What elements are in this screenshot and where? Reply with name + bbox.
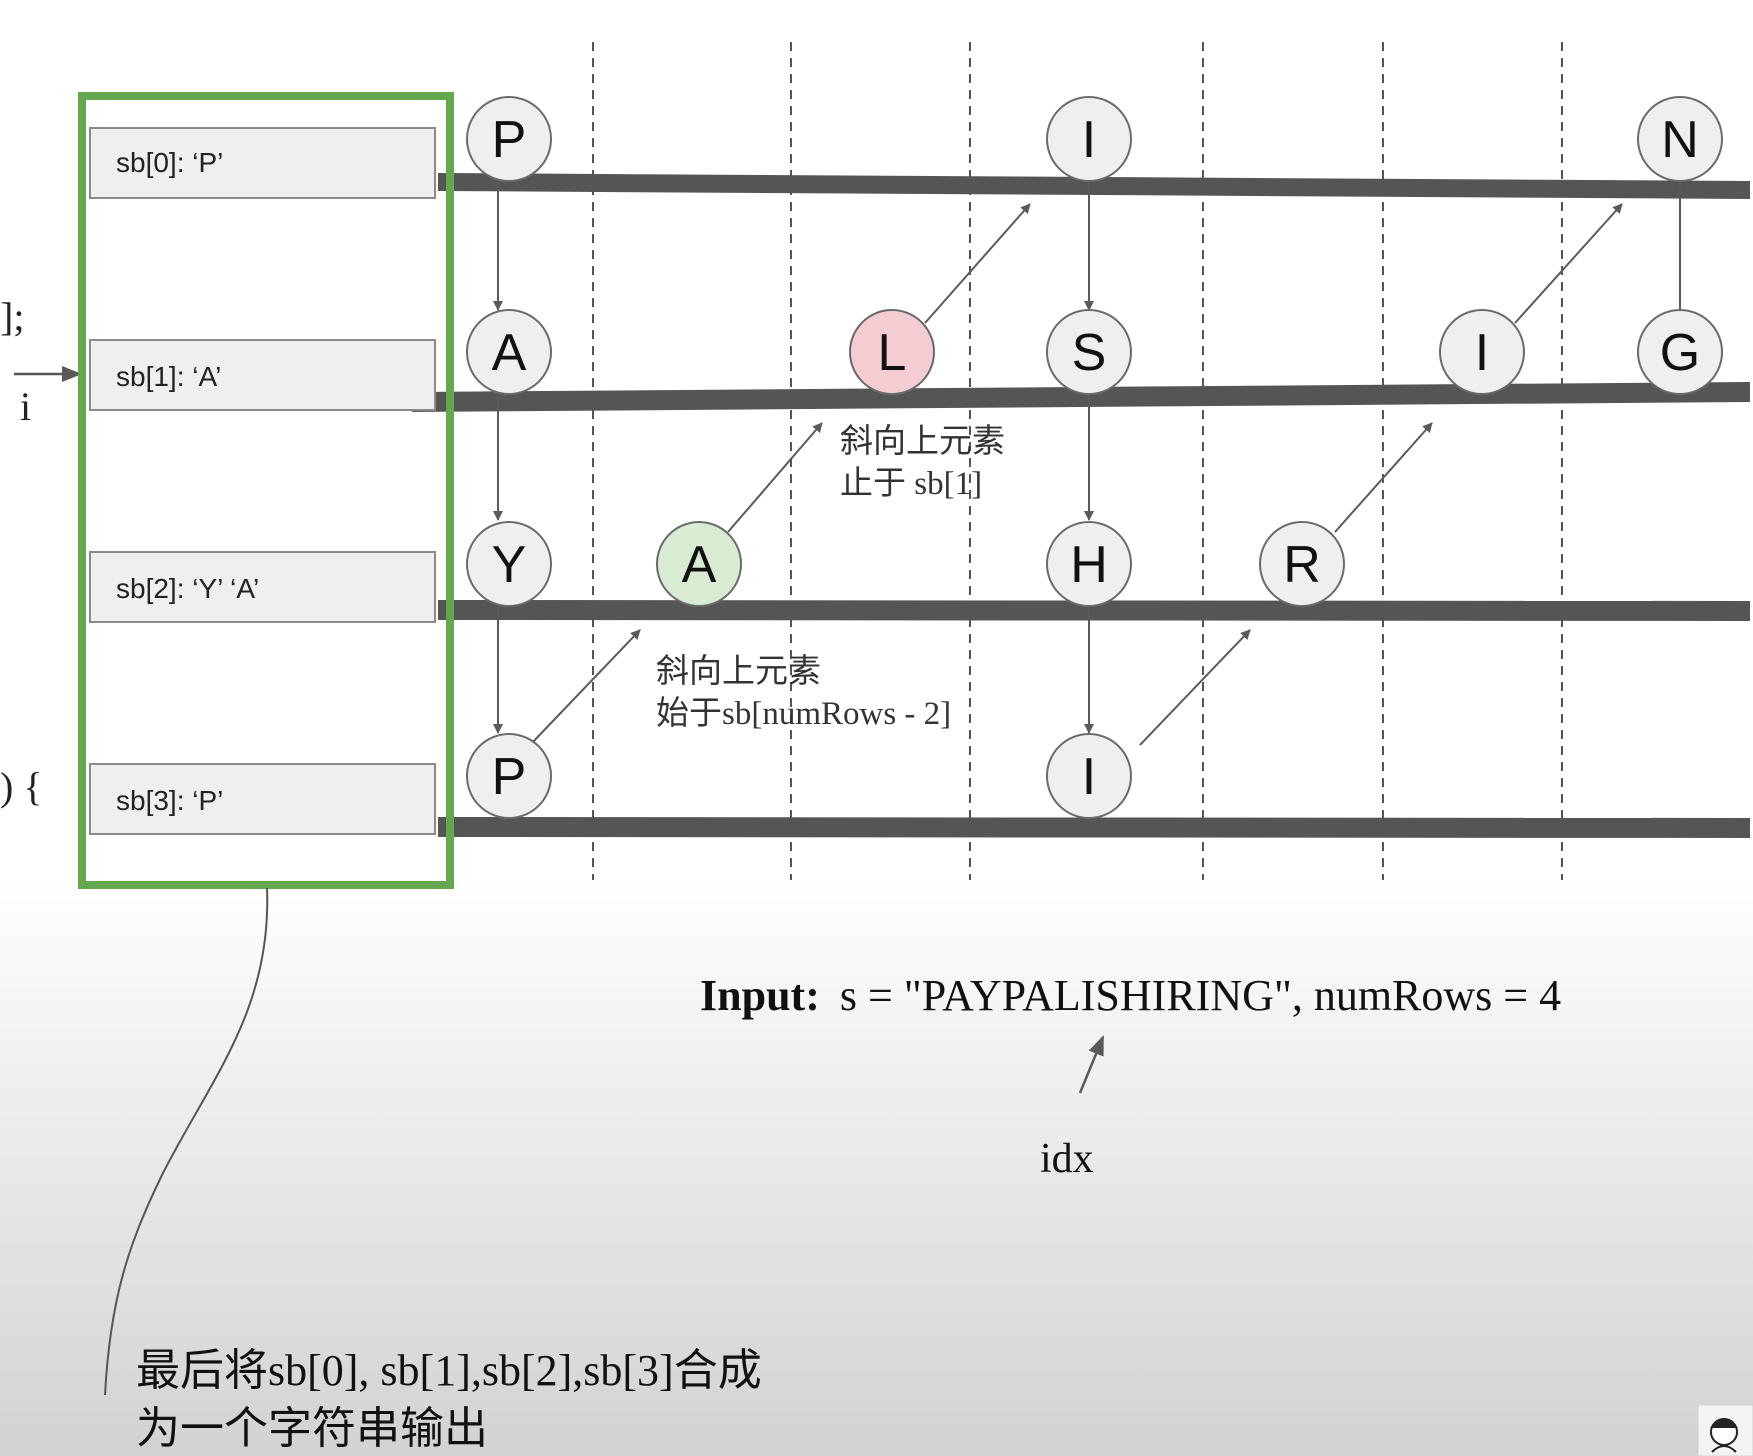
letter-node-label: G: [1660, 324, 1700, 382]
letter-node: H: [1046, 521, 1132, 607]
code-fragment-bottom: ) {: [0, 764, 43, 809]
letter-node: R: [1259, 521, 1345, 607]
sb-buffer-box-2: [89, 551, 436, 623]
sb-buffer-label-2: sb[2]: ‘Y’ ‘A’: [116, 573, 259, 604]
letter-node: N: [1637, 96, 1723, 182]
sb-buffer-box-0: [89, 127, 436, 199]
diagonal-start-annotation: 斜向上元素 始于sb[numRows - 2]: [656, 653, 951, 732]
letter-node-label: P: [492, 748, 527, 806]
letter-node-label: H: [1070, 536, 1108, 594]
zigzag-nodes: P A Y P A L I S H I R I N G: [466, 96, 1723, 819]
sb-buffer-label-1: sb[1]: ‘A’: [116, 361, 221, 392]
letter-node-circle: [466, 96, 552, 182]
letter-node-label: A: [682, 536, 717, 594]
input-prefix: Input:: [700, 971, 820, 1020]
letter-node: L: [849, 309, 935, 395]
letter-node-circle: [466, 309, 552, 395]
letter-node: I: [1439, 309, 1525, 395]
merge-leader-line: [104, 887, 269, 1396]
idx-label: idx: [1040, 1136, 1094, 1182]
letter-node-label: N: [1661, 111, 1699, 169]
arrow-diagonal-up: [529, 629, 641, 746]
letter-node-circle: [656, 521, 742, 607]
letter-node-circle: [1046, 521, 1132, 607]
letter-node-circle: [1046, 309, 1132, 395]
letter-node-label: I: [1082, 748, 1096, 806]
letter-node-circle: [466, 733, 552, 819]
sb-buffer-label-3: sb[3]: ‘P’: [116, 785, 223, 816]
merge-note-line1: 最后将sb[0], sb[1],sb[2],sb[3]合成: [136, 1346, 762, 1395]
letter-node: A: [656, 521, 742, 607]
row-rail-3: [438, 817, 1750, 838]
diagonal-end-annotation: 斜向上元素 止于 sb[1]: [840, 423, 1005, 502]
letter-node: A: [466, 309, 552, 395]
merge-note: 最后将sb[0], sb[1],sb[2],sb[3]合成 为一个字符串输出: [136, 1346, 762, 1453]
diag-end-line1: 斜向上元素: [840, 423, 1005, 460]
vertical-arrows: [493, 182, 1685, 734]
column-guides: [592, 42, 1563, 880]
letter-node-circle: [466, 521, 552, 607]
row-rail-1: [412, 382, 1750, 412]
letter-node: I: [1046, 96, 1132, 182]
diag-start-line1: 斜向上元素: [656, 653, 821, 690]
letter-node-circle: [1046, 96, 1132, 182]
letter-node-label: L: [878, 324, 907, 382]
sb-buffer-box-1: [89, 339, 436, 411]
code-fragment-top: ];: [0, 294, 24, 339]
letter-node-circle: [1046, 733, 1132, 819]
letter-node-label: S: [1072, 324, 1107, 382]
sb-buffer-frame: [78, 92, 454, 889]
letter-node: G: [1637, 309, 1723, 395]
input-line: Input: s = "PAYPALISHIRING", numRows = 4: [700, 971, 1561, 1020]
row-rails: [412, 173, 1750, 838]
letter-node-circle: [849, 309, 935, 395]
diagonal-arrows: [529, 203, 1623, 746]
letter-node-label: P: [492, 111, 527, 169]
sb-buffer-list: sb[0]: ‘P’ sb[1]: ‘A’ sb[2]: ‘Y’ ‘A’ sb[…: [89, 127, 436, 835]
pointer-label: i: [20, 384, 31, 429]
letter-node-circle: [1637, 96, 1723, 182]
row-rail-0: [438, 173, 1750, 199]
arrow-diagonal-up: [1514, 203, 1623, 324]
row-rail-2: [438, 600, 1750, 621]
input-expression: s = "PAYPALISHIRING", numRows = 4: [840, 971, 1561, 1020]
letter-node-label: I: [1082, 111, 1096, 169]
sb-buffer-label-0: sb[0]: ‘P’: [116, 147, 223, 178]
letter-node: P: [466, 733, 552, 819]
arrow-diagonal-up: [1334, 422, 1433, 533]
arrow-diagonal-up: [727, 422, 823, 533]
arrow-diagonal-up: [1139, 629, 1251, 746]
letter-node-circle: [1637, 309, 1723, 395]
merge-note-line2: 为一个字符串输出: [136, 1404, 488, 1453]
idx-arrow: [1078, 1035, 1105, 1094]
presenter-avatar: [1697, 1404, 1753, 1456]
letter-node-circle: [1259, 521, 1345, 607]
letter-node-circle: [1439, 309, 1525, 395]
letter-node: I: [1046, 733, 1132, 819]
diag-start-line2: 始于sb[numRows - 2]: [656, 695, 951, 732]
arrow-diagonal-up: [924, 203, 1031, 324]
letter-node-label: Y: [492, 536, 527, 594]
diag-end-line2: 止于 sb[1]: [840, 466, 982, 502]
letter-node: S: [1046, 309, 1132, 395]
sb-buffer-box-3: [89, 763, 436, 835]
letter-node: Y: [466, 521, 552, 607]
letter-node: P: [466, 96, 552, 182]
letter-node-label: R: [1283, 536, 1321, 594]
letter-node-label: A: [492, 324, 527, 382]
letter-node-label: I: [1475, 324, 1489, 382]
